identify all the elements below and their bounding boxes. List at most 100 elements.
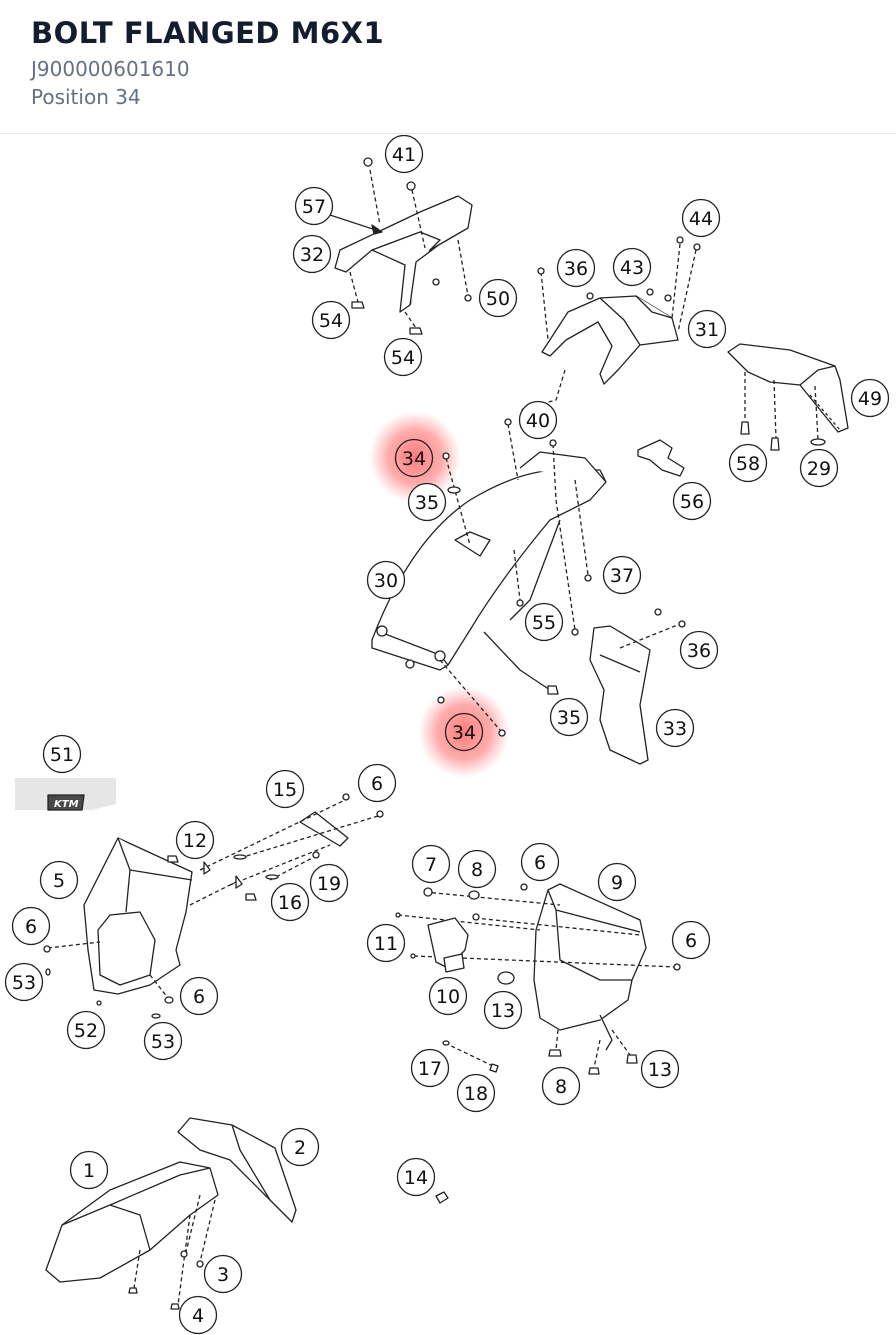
- callout-circle: [265, 769, 305, 809]
- callout-label: 58: [736, 453, 760, 475]
- callout-41[interactable]: 41: [384, 135, 424, 174]
- callout-label: 12: [183, 830, 207, 852]
- front-number-plate-drawing: [395, 883, 681, 1075]
- callout-50[interactable]: 50: [478, 278, 518, 318]
- callout-44[interactable]: 44: [681, 198, 721, 238]
- callout-53[interactable]: 53: [4, 962, 44, 1002]
- position-label: Position 34: [31, 85, 141, 109]
- callout-18[interactable]: 18: [456, 1073, 496, 1113]
- callout-58[interactable]: 58: [728, 443, 768, 483]
- callout-label: 50: [486, 288, 510, 310]
- callout-15[interactable]: 15: [265, 769, 305, 809]
- callout-circle: [850, 378, 890, 418]
- callout-circle: [457, 849, 497, 889]
- callout-label: 32: [300, 244, 324, 266]
- callout-7[interactable]: 7: [411, 844, 451, 884]
- callout-label: 18: [464, 1083, 488, 1105]
- callout-52[interactable]: 52: [66, 1010, 106, 1050]
- callout-19[interactable]: 19: [309, 863, 349, 903]
- callout-label: 19: [317, 873, 341, 895]
- callout-4[interactable]: 4: [178, 1295, 218, 1335]
- callout-10[interactable]: 10: [428, 976, 468, 1016]
- callout-label: 54: [391, 347, 415, 369]
- callout-54[interactable]: 54: [311, 300, 351, 340]
- callout-43[interactable]: 43: [612, 247, 652, 287]
- tail-bracket-drawing: [537, 236, 701, 385]
- callout-label: 3: [217, 1264, 229, 1286]
- callout-label: 51: [50, 744, 74, 766]
- callout-13[interactable]: 13: [483, 990, 523, 1030]
- callout-40[interactable]: 40: [518, 400, 558, 440]
- callout-34[interactable]: 34: [444, 712, 484, 752]
- callout-49[interactable]: 49: [850, 378, 890, 418]
- callout-1[interactable]: 1: [69, 1150, 109, 1190]
- callout-circle: [728, 443, 768, 483]
- callout-37[interactable]: 37: [602, 555, 642, 595]
- callout-35[interactable]: 35: [407, 482, 447, 522]
- callout-label: 10: [436, 986, 460, 1008]
- callout-label: 36: [564, 258, 588, 280]
- callout-8[interactable]: 8: [457, 849, 497, 889]
- callout-57[interactable]: 57: [294, 186, 334, 226]
- callout-circle: [549, 697, 589, 737]
- callout-label: 29: [807, 458, 831, 480]
- callout-34[interactable]: 34: [394, 438, 434, 478]
- callout-circle: [612, 247, 652, 287]
- callout-circle: [640, 1049, 680, 1089]
- callout-16[interactable]: 16: [270, 882, 310, 922]
- callout-13[interactable]: 13: [640, 1049, 680, 1089]
- callout-3[interactable]: 3: [203, 1254, 243, 1294]
- callout-6[interactable]: 6: [520, 842, 560, 882]
- callout-55[interactable]: 55: [524, 602, 564, 642]
- callout-33[interactable]: 33: [655, 708, 695, 748]
- callout-35[interactable]: 35: [549, 697, 589, 737]
- callout-12[interactable]: 12: [175, 820, 215, 860]
- callout-8[interactable]: 8: [541, 1066, 581, 1106]
- callout-6[interactable]: 6: [11, 906, 51, 946]
- callout-label: 54: [319, 310, 343, 332]
- callout-9[interactable]: 9: [597, 862, 637, 902]
- callout-30[interactable]: 30: [366, 560, 406, 600]
- callout-51[interactable]: 51: [42, 734, 82, 774]
- callout-label: 5: [53, 870, 65, 892]
- callout-label: 4: [192, 1305, 204, 1327]
- callout-circle: [357, 763, 397, 803]
- callout-label: 37: [610, 565, 634, 587]
- callout-6[interactable]: 6: [179, 976, 219, 1016]
- callout-31[interactable]: 31: [687, 309, 727, 349]
- callout-circle: [396, 1157, 436, 1197]
- callout-56[interactable]: 56: [672, 481, 712, 521]
- callout-label: 55: [532, 612, 556, 634]
- callout-circle: [69, 1150, 109, 1190]
- callout-6[interactable]: 6: [671, 920, 711, 960]
- ktm-sticker-drawing: KTM: [15, 778, 116, 811]
- callout-circle: [4, 962, 44, 1002]
- callout-29[interactable]: 29: [799, 448, 839, 488]
- callout-label: 35: [415, 492, 439, 514]
- callout-label: 56: [680, 491, 704, 513]
- callout-36[interactable]: 36: [679, 630, 719, 670]
- callout-53[interactable]: 53: [143, 1021, 183, 1061]
- callout-circle: [366, 923, 406, 963]
- callout-6[interactable]: 6: [357, 763, 397, 803]
- callout-2[interactable]: 2: [280, 1127, 320, 1167]
- callout-36[interactable]: 36: [556, 248, 596, 288]
- callout-circle: [407, 482, 447, 522]
- callout-11[interactable]: 11: [366, 923, 406, 963]
- callout-17[interactable]: 17: [410, 1048, 450, 1088]
- callout-circle: [366, 560, 406, 600]
- callout-circle: [672, 481, 712, 521]
- callout-label: 15: [273, 779, 297, 801]
- seat-cowl-drawing: [329, 157, 473, 335]
- callout-circle: [541, 1066, 581, 1106]
- callout-32[interactable]: 32: [292, 234, 332, 274]
- callout-14[interactable]: 14: [396, 1157, 436, 1197]
- callout-5[interactable]: 5: [39, 860, 79, 900]
- callout-54[interactable]: 54: [383, 337, 423, 377]
- callout-circle: [11, 906, 51, 946]
- callout-circle: [428, 976, 468, 1016]
- callout-circle: [444, 712, 484, 752]
- callout-label: 17: [418, 1058, 442, 1080]
- callout-label: 49: [858, 388, 882, 410]
- callout-circle: [394, 438, 434, 478]
